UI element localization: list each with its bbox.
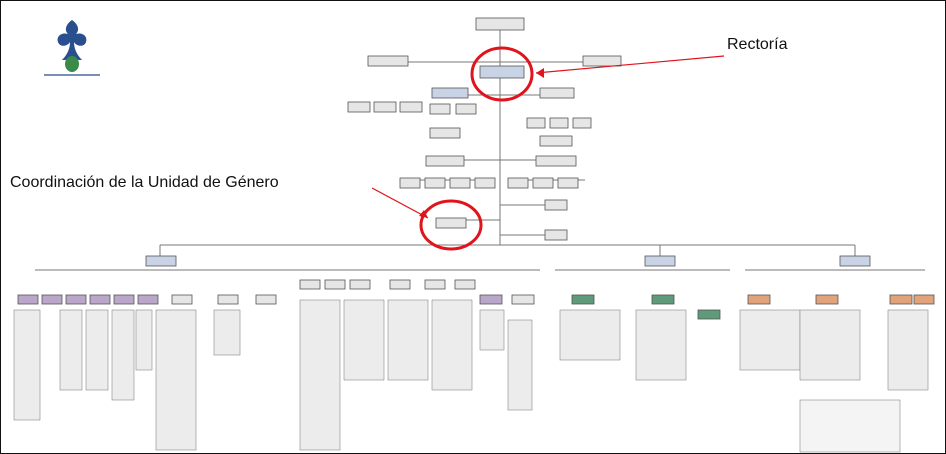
coordinacion-pointer: [371, 187, 429, 219]
coordinacion-highlight-circle: [419, 199, 483, 251]
rectoria-highlight-circle: [470, 46, 534, 102]
highlight-circles: [419, 46, 534, 251]
lower-detail-columns: [13, 299, 929, 453]
university-emblem-icon: [44, 20, 100, 76]
top-level-boxes: [347, 17, 622, 241]
rectoria-pointer: [535, 55, 725, 74]
coordinacion-label: Coordinación de la Unidad de Género: [10, 174, 279, 191]
university-logo: [26, 12, 118, 80]
second-level-boxes: [17, 255, 935, 320]
rectoria-label: Rectoría: [727, 36, 788, 53]
pointer-lines: [371, 55, 725, 219]
